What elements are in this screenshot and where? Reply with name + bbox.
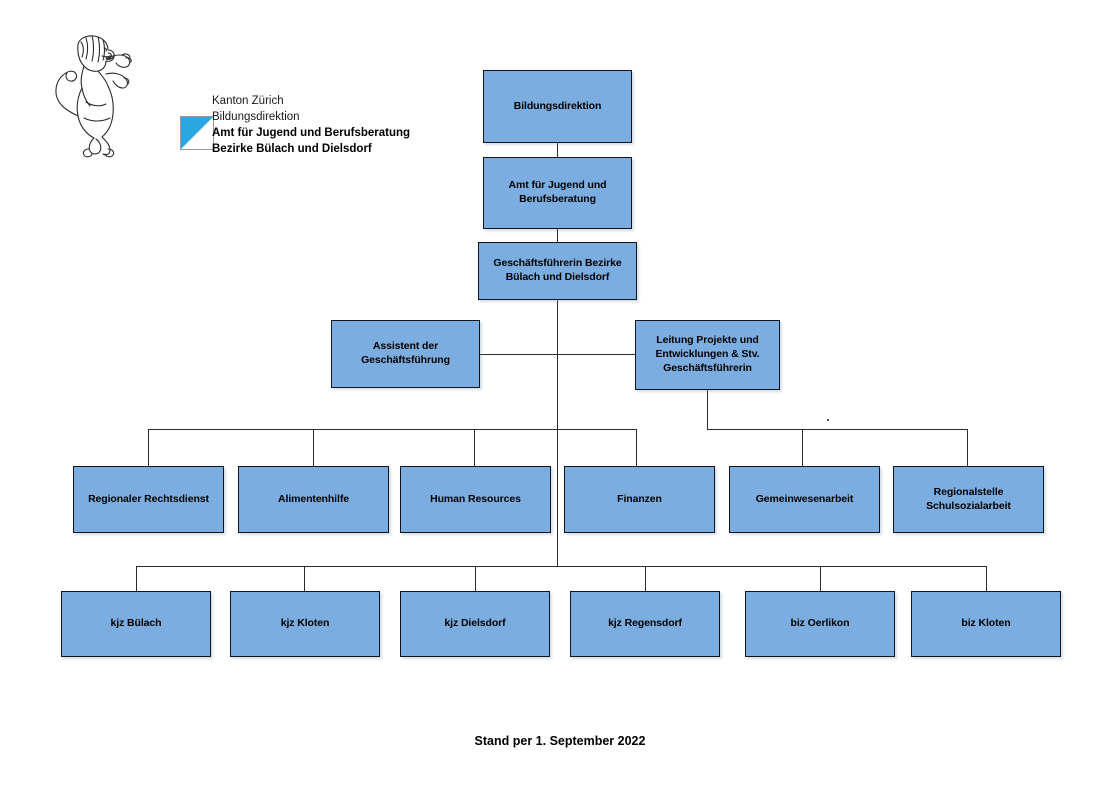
node-label: Alimentenhilfe bbox=[278, 492, 349, 505]
footer-note-text: Stand per 1. September 2022 bbox=[474, 734, 646, 748]
connector-drop-kjz-buelach bbox=[136, 566, 138, 591]
node-regionaler-rechtsdienst[interactable]: Regionaler Rechtsdienst bbox=[73, 466, 224, 533]
connector-main-trunk bbox=[557, 300, 559, 567]
connector-staff-horizontal bbox=[480, 354, 635, 356]
connector-bildungsdirektion-to-amt bbox=[557, 143, 559, 158]
node-label: Regionaler Rechtsdienst bbox=[88, 492, 209, 505]
logo-line-bezirke: Bezirke Bülach und Dielsdorf bbox=[212, 142, 372, 155]
node-label: Finanzen bbox=[617, 492, 662, 505]
node-label: Regionalstelle Schulsozialarbeit bbox=[926, 485, 1011, 512]
connector-level6-bar bbox=[136, 566, 826, 568]
connector-drop-biz-oerlikon bbox=[820, 566, 822, 591]
connector-level5-right-bar bbox=[707, 429, 968, 431]
node-label: kjz Dielsdorf bbox=[444, 617, 506, 630]
node-amt-jugend-berufsberatung[interactable]: Amt für Jugend und Berufsberatung bbox=[483, 157, 632, 229]
footer-note: Stand per 1. September 2022 bbox=[0, 732, 1120, 750]
kanton-zuerich-logo-mark-icon bbox=[180, 116, 214, 150]
connector-drop-human-resources bbox=[474, 429, 476, 466]
node-human-resources[interactable]: Human Resources bbox=[400, 466, 551, 533]
connector-drop-biz-kloten bbox=[986, 566, 988, 591]
logo-line-direktion: Bildungsdirektion bbox=[212, 110, 300, 123]
connector-leitung-drop bbox=[707, 390, 709, 429]
connector-drop-regionalstelle bbox=[967, 429, 969, 466]
node-assistent-geschaeftsfuehrung[interactable]: Assistent der Geschäftsführung bbox=[331, 320, 480, 388]
connector-level5-left-bar bbox=[148, 429, 558, 431]
node-label: Assistent der Geschäftsführung bbox=[361, 340, 450, 366]
organisation-title-block: Kanton Zürich Bildungsdirektion Amt für … bbox=[212, 94, 472, 157]
connector-drop-kjz-regensdorf bbox=[645, 566, 647, 591]
connector-drop-alimentenhilfe bbox=[313, 429, 315, 466]
node-label: Geschäftsführerin Bezirke Bülach und Die… bbox=[493, 257, 622, 283]
connector-amt-to-geschaeftsfuehrerin bbox=[557, 228, 559, 242]
connector-drop-finanzen bbox=[636, 429, 638, 466]
node-label: Leitung Projekte und Entwicklungen & Stv… bbox=[655, 334, 760, 374]
node-label: biz Oerlikon bbox=[790, 617, 850, 630]
node-label: kjz Bülach bbox=[110, 617, 162, 630]
connector-drop-regionaler-rechtsdienst bbox=[148, 429, 150, 466]
zurich-lion-coat-of-arms-icon bbox=[55, 35, 132, 158]
connector-drop-kjz-kloten bbox=[304, 566, 306, 591]
node-finanzen[interactable]: Finanzen bbox=[564, 466, 715, 533]
node-kjz-dielsdorf[interactable]: kjz Dielsdorf bbox=[400, 591, 550, 657]
node-label: Bildungsdirektion bbox=[513, 99, 602, 112]
node-biz-kloten[interactable]: biz Kloten bbox=[911, 591, 1061, 657]
node-label: Gemeinwesenarbeit bbox=[755, 492, 854, 505]
connector-finanzen-stub bbox=[557, 429, 637, 431]
node-gemeinwesenarbeit[interactable]: Gemeinwesenarbeit bbox=[729, 466, 880, 533]
node-label: Amt für Jugend und Berufsberatung bbox=[508, 179, 607, 205]
node-label: Human Resources bbox=[430, 492, 521, 505]
connector-level6-bar-right bbox=[820, 566, 987, 568]
stray-mark bbox=[827, 419, 829, 421]
connector-drop-kjz-dielsdorf bbox=[475, 566, 477, 591]
logo-line-amt: Amt für Jugend und Berufsberatung bbox=[212, 126, 411, 139]
connector-drop-gemeinwesenarbeit bbox=[802, 429, 804, 466]
node-biz-oerlikon[interactable]: biz Oerlikon bbox=[745, 591, 895, 657]
node-label: kjz Regensdorf bbox=[608, 617, 682, 630]
node-kjz-regensdorf[interactable]: kjz Regensdorf bbox=[570, 591, 720, 657]
page-header: Kanton Zürich Bildungsdirektion Amt für … bbox=[40, 28, 460, 158]
node-label: kjz Kloten bbox=[280, 617, 330, 630]
node-alimentenhilfe[interactable]: Alimentenhilfe bbox=[238, 466, 389, 533]
node-label: biz Kloten bbox=[961, 617, 1011, 630]
logo-line-kanton: Kanton Zürich bbox=[212, 95, 284, 107]
node-kjz-buelach[interactable]: kjz Bülach bbox=[61, 591, 211, 657]
node-geschaeftsfuehrerin[interactable]: Geschäftsführerin Bezirke Bülach und Die… bbox=[478, 242, 637, 300]
node-leitung-projekte-entwicklungen[interactable]: Leitung Projekte und Entwicklungen & Stv… bbox=[635, 320, 780, 390]
node-regionalstelle-schulsozialarbeit[interactable]: Regionalstelle Schulsozialarbeit bbox=[893, 466, 1044, 533]
node-kjz-kloten[interactable]: kjz Kloten bbox=[230, 591, 380, 657]
node-bildungsdirektion[interactable]: Bildungsdirektion bbox=[483, 70, 632, 143]
